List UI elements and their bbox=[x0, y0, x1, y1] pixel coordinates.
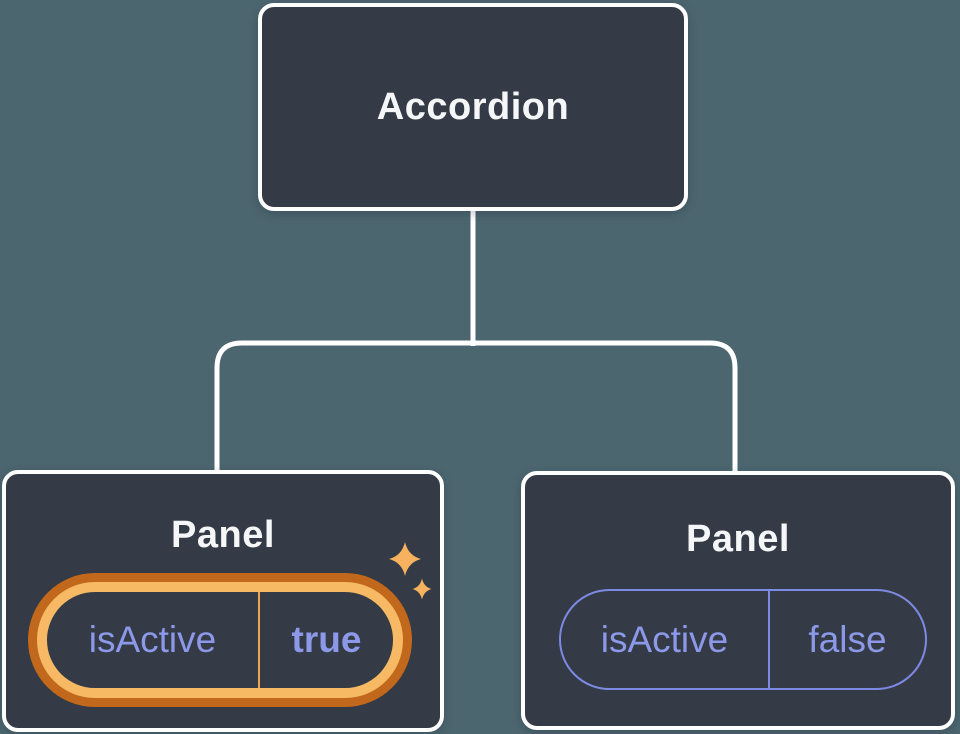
node-accordion: Accordion bbox=[258, 3, 688, 211]
pill-divider bbox=[258, 592, 260, 688]
prop-name: isActive bbox=[88, 619, 217, 660]
state-pill-inactive: isActive false bbox=[559, 589, 927, 690]
prop-name: isActive bbox=[600, 618, 729, 660]
pill-divider bbox=[768, 591, 770, 688]
prop-name-cell: isActive bbox=[561, 591, 768, 688]
node-label: Accordion bbox=[376, 85, 570, 128]
prop-value-cell: true bbox=[260, 592, 393, 688]
state-pill-active-highlight: isActive true bbox=[28, 573, 412, 707]
prop-value: false bbox=[808, 618, 887, 660]
node-panel-active: Panel isActive true bbox=[2, 470, 444, 732]
state-pill-active: isActive true bbox=[47, 592, 393, 688]
node-label: Panel bbox=[686, 518, 790, 560]
prop-value: true bbox=[291, 619, 362, 660]
prop-name-cell: isActive bbox=[47, 592, 258, 688]
sparkles-icon bbox=[389, 542, 432, 600]
state-pill-active-ring: isActive true bbox=[37, 582, 403, 698]
node-panel-inactive: Panel isActive false bbox=[521, 471, 955, 730]
node-label: Panel bbox=[171, 514, 275, 556]
prop-value-cell: false bbox=[770, 591, 925, 688]
